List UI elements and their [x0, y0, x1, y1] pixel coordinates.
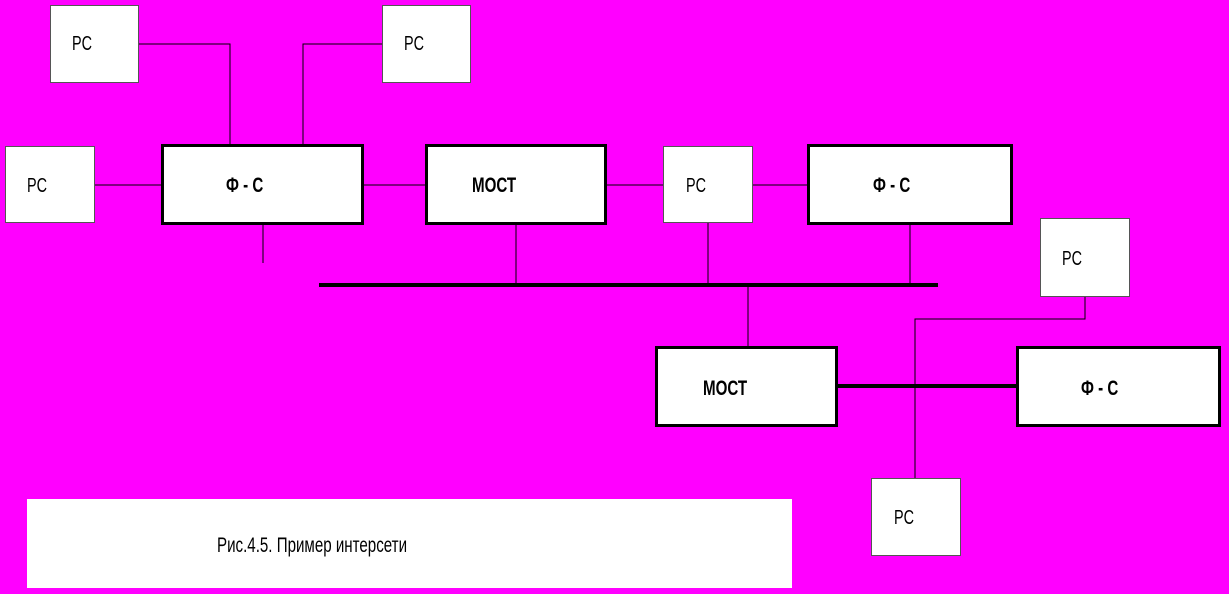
pc-bottom: PC: [871, 478, 961, 556]
pc-middle-label: PC: [686, 175, 707, 197]
pc-left: PC: [5, 146, 95, 223]
link-pc-top-left-to-fs-left: [139, 43, 231, 146]
link-pc-right-to-pc-bottom: [914, 297, 1086, 478]
link-pc-top-right-to-fs-left: [302, 43, 382, 146]
figure-caption: Рис.4.5. Пример интерсети: [217, 534, 408, 557]
fs-right-label: Ф - С: [873, 174, 911, 197]
caption-box: Рис.4.5. Пример интерсети: [27, 499, 792, 588]
pc-top-left: PC: [50, 5, 139, 83]
pc-left-label: PC: [27, 175, 48, 197]
fs-right: Ф - С: [807, 144, 1013, 225]
pc-right-label: PC: [1062, 248, 1083, 270]
pc-right: PC: [1040, 218, 1130, 297]
fs-bottom-label: Ф - С: [1081, 377, 1119, 400]
pc-top-right: PC: [382, 5, 471, 83]
bridge-top: МОСТ: [425, 144, 607, 225]
fs-bottom: Ф - С: [1016, 346, 1221, 427]
pc-top-right-label: PC: [404, 33, 425, 55]
bridge-bottom: МОСТ: [655, 346, 838, 427]
pc-bottom-label: PC: [894, 507, 915, 529]
bridge-bottom-label: МОСТ: [703, 377, 748, 400]
pc-middle: PC: [663, 146, 753, 223]
pc-top-left-label: PC: [72, 33, 93, 55]
fs-left: Ф - С: [161, 144, 364, 225]
bridge-top-label: МОСТ: [472, 174, 517, 197]
fs-left-label: Ф - С: [226, 174, 264, 197]
